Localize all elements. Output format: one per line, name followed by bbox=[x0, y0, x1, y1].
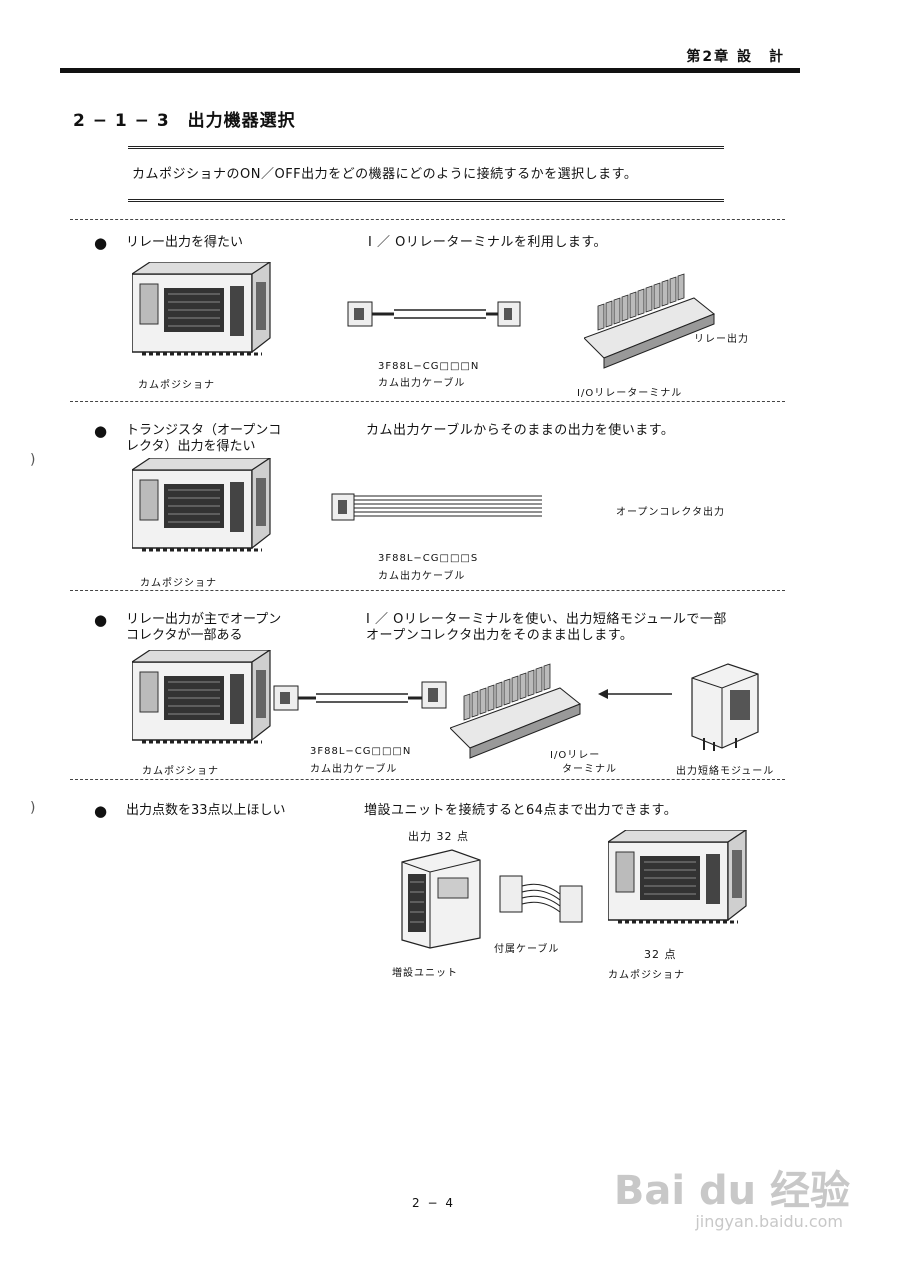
caption-io-relay-terminal: I/Oリレーターミナル bbox=[577, 388, 683, 399]
row-need: 出力点数を33点以上ほしい bbox=[126, 803, 286, 818]
watermark-url: jingyan.baidu.com bbox=[695, 1212, 843, 1231]
flat-cable-image bbox=[331, 493, 542, 521]
cam-positioner-image bbox=[132, 458, 272, 552]
row-bullet: ● bbox=[94, 234, 108, 252]
row-need-line1: トランジスタ（オープンコ bbox=[126, 423, 282, 438]
row-need-line2: レクタ）出力を得たい bbox=[126, 439, 256, 454]
caption-cable-model: 3F88L−CG□□□N bbox=[378, 361, 480, 372]
caption-relay-output: リレー出力 bbox=[694, 334, 749, 345]
caption-32-points: 32 点 bbox=[644, 948, 677, 961]
arrow-left-icon bbox=[598, 689, 672, 699]
scan-mark: ) bbox=[30, 800, 36, 816]
separator bbox=[70, 590, 785, 591]
included-cable-image bbox=[499, 875, 583, 923]
caption-included-cable: 付属ケーブル bbox=[494, 944, 560, 955]
separator bbox=[70, 401, 785, 402]
caption-expansion-unit: 増設ユニット bbox=[392, 968, 458, 979]
caption-positioner: カムポジショナ bbox=[608, 970, 685, 981]
caption-cable-model: 3F88L−CG□□□S bbox=[378, 553, 479, 564]
caption-positioner: カムポジショナ bbox=[140, 578, 217, 589]
row-description-line2: オープンコレクタ出力をそのまま出します。 bbox=[366, 628, 634, 643]
row-need-line1: リレー出力が主でオープン bbox=[126, 612, 282, 627]
caption-output-32: 出力 32 点 bbox=[408, 830, 469, 843]
row-bullet: ● bbox=[94, 611, 108, 629]
caption-io-relay-line1: I/Oリレー bbox=[550, 750, 601, 761]
intro-text: カムポジショナのON／OFF出力をどの機器にどのように接続するかを選択します。 bbox=[132, 167, 638, 182]
cam-positioner-image bbox=[608, 830, 748, 924]
caption-short-circuit-module: 出力短絡モジュール bbox=[676, 766, 775, 777]
row-need: リレー出力を得たい bbox=[126, 235, 244, 250]
row-bullet: ● bbox=[94, 422, 108, 440]
intro-box bbox=[128, 146, 724, 202]
page-number: 2 − 4 bbox=[412, 1196, 455, 1210]
cam-positioner-image bbox=[132, 650, 272, 744]
row-description: I ／ Oリレーターミナルを利用します。 bbox=[368, 235, 608, 250]
watermark-brand: Bai du 经验 bbox=[613, 1168, 850, 1214]
separator bbox=[70, 779, 785, 780]
relay-terminal-image bbox=[584, 273, 715, 369]
caption-cable-model: 3F88L−CG□□□N bbox=[310, 746, 412, 757]
caption-io-relay-line2: ターミナル bbox=[562, 764, 617, 775]
cam-positioner-image bbox=[132, 262, 272, 356]
caption-positioner: カムポジショナ bbox=[138, 380, 215, 391]
row-need-line2: コレクタが一部ある bbox=[126, 628, 243, 643]
chapter-header: 第2章 設 計 bbox=[686, 49, 785, 65]
row-description-line1: I ／ Oリレーターミナルを使い、出力短絡モジュールで一部 bbox=[366, 612, 727, 627]
row-description: カム出力ケーブルからそのままの出力を使います。 bbox=[366, 423, 675, 438]
short-circuit-module-image bbox=[691, 663, 759, 751]
row-description: 増設ユニットを接続すると64点まで出力できます。 bbox=[364, 803, 678, 818]
caption-cable-name: カム出力ケーブル bbox=[378, 571, 466, 582]
separator bbox=[70, 219, 785, 220]
expansion-unit-image bbox=[401, 849, 481, 949]
caption-cable-name: カム出力ケーブル bbox=[310, 764, 398, 775]
relay-terminal-image bbox=[450, 663, 581, 759]
caption-positioner: カムポジショナ bbox=[142, 766, 219, 777]
caption-open-collector: オープンコレクタ出力 bbox=[616, 507, 725, 518]
row-bullet: ● bbox=[94, 802, 108, 820]
cable-image bbox=[273, 681, 447, 711]
cable-image bbox=[347, 301, 521, 327]
section-title: 2 − 1 − 3 出力機器選択 bbox=[73, 111, 296, 131]
caption-cable-name: カム出力ケーブル bbox=[378, 378, 466, 389]
scan-mark: ) bbox=[30, 452, 36, 468]
header-rule bbox=[60, 68, 800, 73]
